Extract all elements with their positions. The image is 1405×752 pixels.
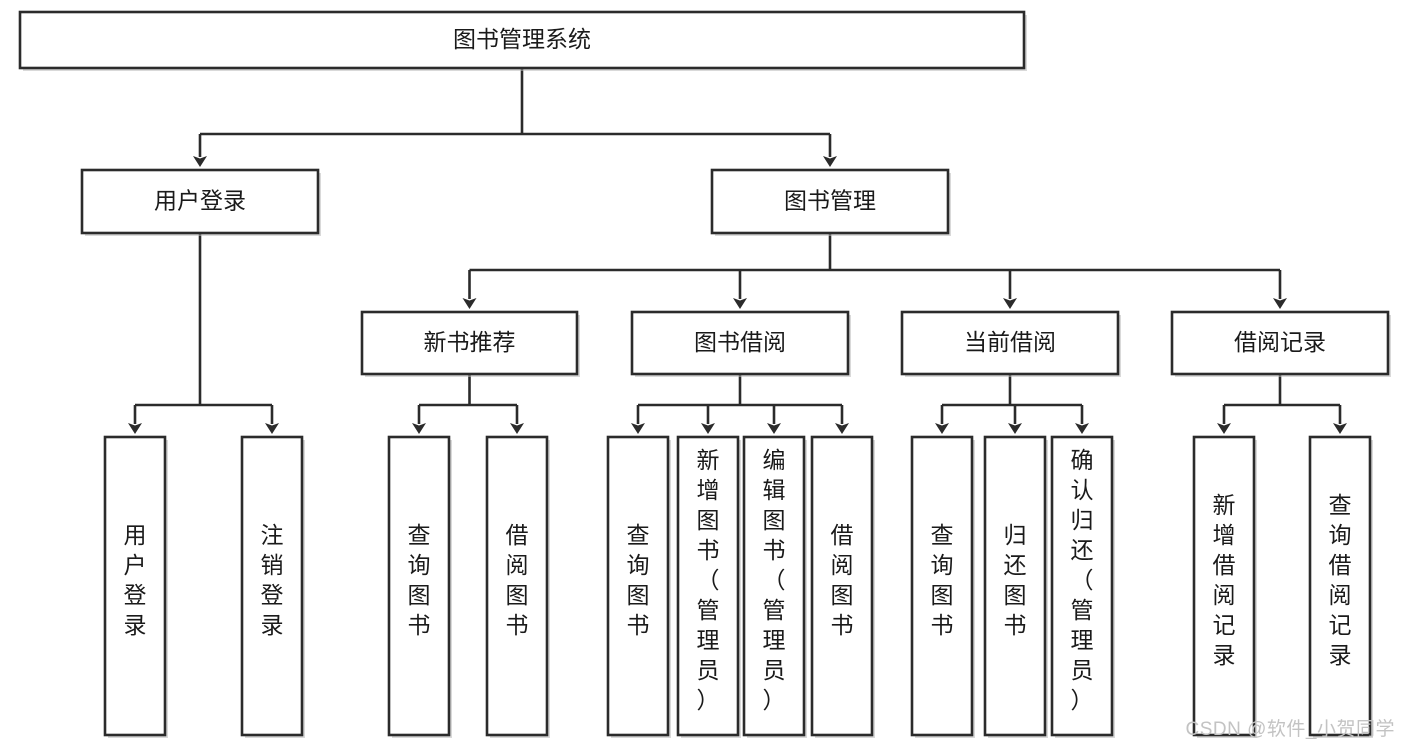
- node-borrow-record[interactable]: 借阅记录: [1170, 310, 1391, 377]
- node-box[interactable]: [18, 10, 1026, 70]
- node-label: 注销登录: [261, 522, 284, 638]
- node-label: 新增图书（管理员）: [697, 447, 720, 713]
- node-label: 当前借阅: [964, 329, 1056, 355]
- node-new-book-recommend[interactable]: 新书推荐: [360, 310, 580, 377]
- node-box[interactable]: [240, 435, 304, 737]
- node-leaf-query-book-2[interactable]: 查询图书: [606, 435, 671, 738]
- node-label: 借阅记录: [1234, 329, 1326, 355]
- node-box[interactable]: [80, 168, 320, 235]
- node-book-manage[interactable]: 图书管理: [710, 168, 951, 236]
- node-label: 借阅图书: [506, 522, 529, 638]
- node-label: 图书管理: [784, 188, 876, 214]
- node-leaf-user-logout[interactable]: 注销登录: [240, 435, 305, 738]
- node-label: 新书推荐: [424, 329, 516, 355]
- node-box[interactable]: [103, 435, 167, 737]
- node-label: 归还图书: [1004, 522, 1027, 638]
- node-label: 借阅图书: [831, 522, 854, 638]
- node-box[interactable]: [910, 435, 974, 737]
- node-label: 图书管理系统: [453, 26, 591, 52]
- node-leaf-add-record[interactable]: 新增借阅记录: [1192, 435, 1257, 738]
- node-leaf-confirm-return[interactable]: 确认归还（管理员）: [1050, 435, 1115, 738]
- node-leaf-query-book-1[interactable]: 查询图书: [387, 435, 452, 738]
- node-leaf-query-book-3[interactable]: 查询图书: [910, 435, 975, 738]
- node-label: 用户登录: [154, 188, 246, 214]
- node-box[interactable]: [1050, 435, 1114, 737]
- node-box[interactable]: [983, 435, 1047, 737]
- nodes-layer: 图书管理系统用户登录图书管理新书推荐图书借阅当前借阅借阅记录用户登录注销登录查询…: [18, 10, 1391, 738]
- node-book-borrow[interactable]: 图书借阅: [630, 310, 851, 377]
- node-leaf-query-record[interactable]: 查询借阅记录: [1308, 435, 1373, 738]
- node-label: 查询借阅记录: [1329, 492, 1352, 668]
- node-box[interactable]: [710, 168, 950, 235]
- node-current-borrow[interactable]: 当前借阅: [900, 310, 1121, 377]
- node-box[interactable]: [387, 435, 451, 737]
- node-leaf-edit-book[interactable]: 编辑图书（管理员）: [742, 435, 807, 738]
- node-box[interactable]: [630, 310, 850, 376]
- node-label: 查询图书: [931, 522, 954, 638]
- connectors-layer: [128, 68, 1347, 434]
- node-box[interactable]: [810, 435, 874, 737]
- node-label: 图书借阅: [694, 329, 786, 355]
- node-label: 确认归还（管理员）: [1071, 447, 1094, 713]
- node-root[interactable]: 图书管理系统: [18, 10, 1027, 71]
- node-box[interactable]: [676, 435, 740, 737]
- node-box[interactable]: [900, 310, 1120, 376]
- node-leaf-user-login[interactable]: 用户登录: [103, 435, 168, 738]
- node-box[interactable]: [1308, 435, 1372, 737]
- node-leaf-borrow-book-1[interactable]: 借阅图书: [485, 435, 550, 738]
- node-leaf-borrow-book-2[interactable]: 借阅图书: [810, 435, 875, 738]
- node-box[interactable]: [485, 435, 549, 737]
- node-box[interactable]: [1170, 310, 1390, 376]
- node-label: 用户登录: [124, 522, 147, 638]
- node-label: 查询图书: [408, 522, 431, 638]
- node-box[interactable]: [360, 310, 579, 376]
- node-leaf-add-book[interactable]: 新增图书（管理员）: [676, 435, 741, 738]
- node-label: 查询图书: [627, 522, 650, 638]
- node-box[interactable]: [1192, 435, 1256, 737]
- node-label: 新增借阅记录: [1213, 492, 1236, 668]
- node-box[interactable]: [742, 435, 806, 737]
- node-label: 编辑图书（管理员）: [763, 447, 786, 713]
- node-leaf-return-book[interactable]: 归还图书: [983, 435, 1048, 738]
- node-user-login[interactable]: 用户登录: [80, 168, 321, 236]
- node-box[interactable]: [606, 435, 670, 737]
